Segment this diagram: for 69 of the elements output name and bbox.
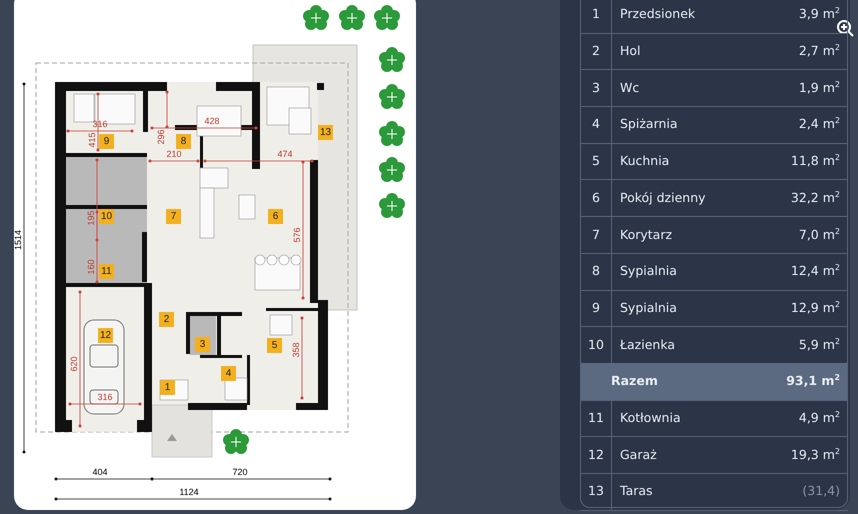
dimension-label: 428 xyxy=(204,116,220,126)
area-value: 4,9 m$^{2}$ xyxy=(798,410,840,426)
room-name: Pokój dzienny xyxy=(620,190,706,206)
row-number: 5 xyxy=(592,153,600,170)
dimension-label: 210 xyxy=(166,149,182,159)
row-number: 3 xyxy=(592,80,600,96)
dimension-label: 415 xyxy=(87,132,97,148)
room-name: Przedsionek xyxy=(620,6,696,22)
dimension-label: 160 xyxy=(86,259,96,275)
dimension-label: 316 xyxy=(97,392,113,402)
room-number-tag: 12 xyxy=(98,328,113,343)
dimension-label: 296 xyxy=(156,129,166,145)
row-number: 13 xyxy=(588,483,604,500)
room-number-tag: 1 xyxy=(160,380,175,395)
area-value: 2,7 m$^{2}$ xyxy=(798,43,840,60)
row-number: 9 xyxy=(592,300,600,316)
area-value: 1,9 m$^{2}$ xyxy=(798,80,840,96)
dimension-label: 576 xyxy=(292,227,302,243)
area-value: 11,8 m$^{2}$ xyxy=(790,153,840,170)
room-number-tag: 3 xyxy=(195,337,210,352)
area-value: 12,9 m$^{2}$ xyxy=(790,300,840,316)
room-name: Hol xyxy=(620,43,641,60)
room-number-tag: 13 xyxy=(318,125,333,140)
room-name: Wc xyxy=(620,80,640,96)
room-number-tag: 7 xyxy=(166,209,181,224)
dimension-label: 620 xyxy=(69,356,79,372)
total-label: Razem xyxy=(611,373,658,390)
room-number-tag: 9 xyxy=(99,134,114,149)
room-name: Sypialnia xyxy=(620,300,677,316)
dimension-label: 1514 xyxy=(13,230,23,250)
area-value: 32,2 m$^{2}$ xyxy=(790,190,840,206)
area-value: 3,9 m$^{2}$ xyxy=(798,6,840,22)
room-name: Garaż xyxy=(620,446,657,463)
row-number: 8 xyxy=(592,263,600,280)
dimension-label: 404 xyxy=(92,467,108,477)
area-value: 5,9 m$^{2}$ xyxy=(798,336,840,353)
room-number-tag: 4 xyxy=(221,366,236,381)
row-number: 4 xyxy=(592,116,600,132)
room-number-tag: 11 xyxy=(99,264,114,279)
area-value: 19,3 m$^{2}$ xyxy=(790,446,840,463)
dimension-label: 474 xyxy=(277,149,293,159)
room-name: Kuchnia xyxy=(620,153,670,170)
area-value: 12,4 m$^{2}$ xyxy=(790,263,840,280)
row-number: 7 xyxy=(592,226,600,243)
area-value: (31,4) xyxy=(802,483,840,500)
row-number: 2 xyxy=(592,43,600,60)
room-name: Sypialnia xyxy=(620,263,677,280)
row-number: 12 xyxy=(588,446,604,463)
row-number: 11 xyxy=(588,410,604,426)
room-number-tag: 8 xyxy=(176,134,191,149)
room-name: Taras xyxy=(620,483,653,500)
area-value: 2,4 m$^{2}$ xyxy=(798,116,840,132)
room-number-tag: 6 xyxy=(268,209,283,224)
dimension-label: 358 xyxy=(291,342,301,358)
row-number: 1 xyxy=(592,6,600,22)
room-number-tag: 2 xyxy=(159,312,174,327)
dimension-label: 720 xyxy=(232,467,248,477)
room-name: Spiżarnia xyxy=(620,116,678,132)
room-number-tag: 5 xyxy=(267,338,282,353)
room-name: Korytarz xyxy=(620,226,672,243)
dimension-label: 1124 xyxy=(179,487,199,497)
area-value: 7,0 m$^{2}$ xyxy=(798,226,840,243)
row-number: 6 xyxy=(592,190,600,206)
area-value: 93,1 m$^{2}$ xyxy=(786,373,840,390)
dimension-label: 195 xyxy=(86,210,96,226)
row-number: 10 xyxy=(588,336,604,353)
room-name: Kotłownia xyxy=(620,410,681,426)
room-name: Łazienka xyxy=(620,336,676,353)
room-number-tag: 10 xyxy=(99,209,114,224)
